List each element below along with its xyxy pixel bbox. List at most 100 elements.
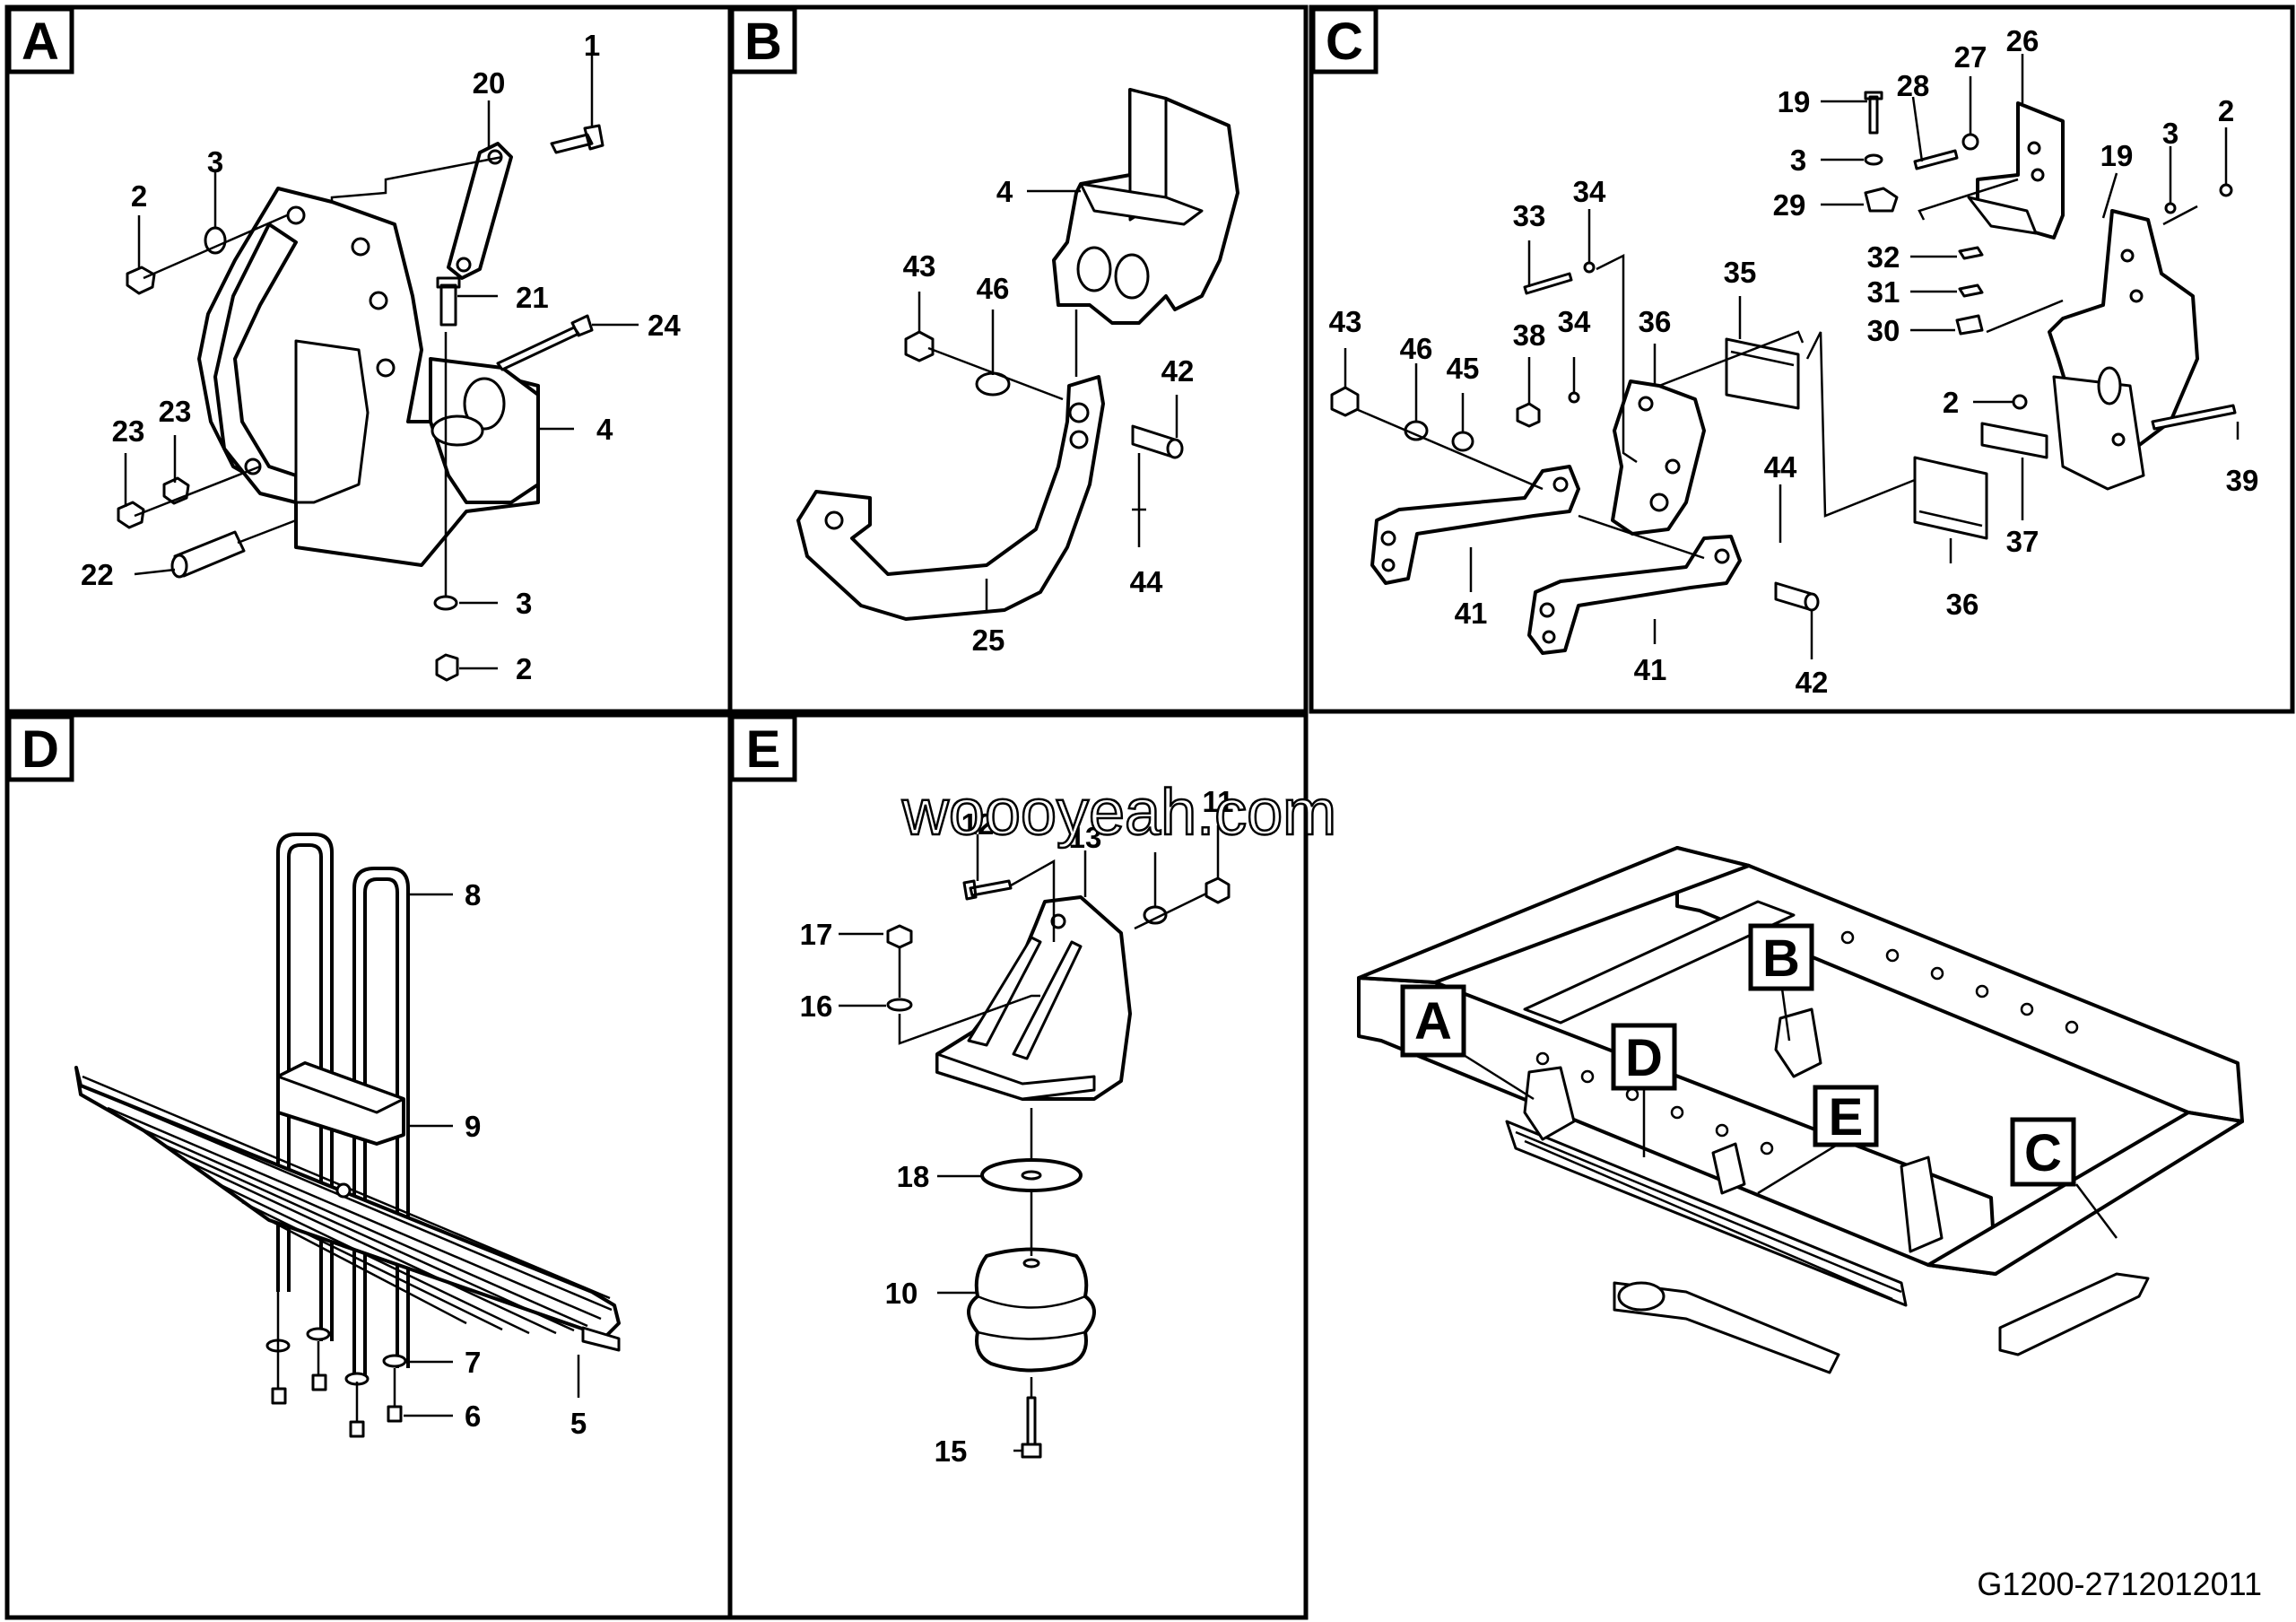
- plate-35: [1725, 337, 1800, 410]
- air-spring-stud: [1022, 1258, 1040, 1269]
- bracket-hole: [2111, 432, 2126, 447]
- axle-end: [1617, 1281, 1665, 1312]
- bolt-33: [1523, 272, 1573, 295]
- part-number-label: 38: [1513, 318, 1546, 352]
- nut-6-a: [271, 1387, 287, 1405]
- part-number-label: 9: [465, 1110, 481, 1143]
- part-number-label: 46: [1400, 332, 1433, 365]
- panel-b-frame: [727, 4, 1309, 714]
- washer-34-mid: [1568, 391, 1580, 404]
- part-number-label: 35: [1724, 256, 1757, 289]
- part-number-label: 11: [1203, 785, 1234, 818]
- bracket-bolt-2: [351, 237, 370, 257]
- part-number-label: 41: [1634, 653, 1667, 686]
- part-number-label: 31: [1867, 275, 1900, 309]
- drawing-code: G1200-2712012011: [1977, 1565, 2262, 1602]
- part-number-label: 46: [977, 272, 1010, 305]
- callout-letter: E: [1829, 1088, 1864, 1147]
- link-arm-41-bottom: [1527, 535, 1742, 655]
- arm-hole-end: [824, 510, 844, 530]
- part-number-label: 25: [972, 624, 1005, 657]
- part-number-label: 23: [159, 395, 192, 428]
- arm-hole-mid: [1069, 430, 1089, 449]
- part-number-label: 12: [961, 807, 995, 841]
- part-number-label: 21: [516, 281, 549, 314]
- shim-31: [1958, 283, 1984, 298]
- spacer-top: [276, 1061, 405, 1114]
- washer-7-b: [306, 1327, 331, 1341]
- link-hole: [1714, 548, 1730, 564]
- part-number-label: 22: [81, 558, 114, 591]
- bolt-39: [2151, 404, 2237, 431]
- part-number-label: 6: [465, 1400, 481, 1433]
- bolt-15: [1021, 1396, 1042, 1459]
- part-number-label: 19: [2100, 139, 2134, 172]
- panel-c-leaders: [1344, 54, 2239, 659]
- part-number-label: 23: [112, 414, 145, 448]
- part-number-label: 10: [885, 1277, 918, 1310]
- washer-3-top: [1864, 153, 1883, 166]
- part-number-label: 24: [648, 309, 681, 342]
- hanger-flange: [1079, 182, 1204, 226]
- watermark-text: woooyeah.com: [901, 777, 1336, 849]
- nut-2-mid: [2012, 394, 2028, 410]
- washer-13: [1143, 905, 1168, 925]
- overview-callouts: A B C D E: [1400, 923, 2076, 1187]
- part-number-label: 26: [2006, 24, 2039, 57]
- shackle-eye: [463, 377, 506, 431]
- pin-head: [1166, 438, 1184, 459]
- shackle-top-hole: [430, 414, 484, 447]
- panel-c-frame: [1309, 4, 2295, 714]
- part-number-label: 34: [1573, 175, 1606, 208]
- part-number-label: 3: [1790, 144, 1806, 177]
- part-number-label: 27: [1954, 40, 1987, 74]
- bracket-hole: [2120, 249, 2135, 263]
- hanger-eye-left: [1076, 246, 1112, 292]
- panel-letter: E: [746, 720, 781, 779]
- bracket-gusset-right: [1012, 940, 1083, 1060]
- panel-tag-a: A: [6, 6, 74, 74]
- washer-34-top: [1583, 261, 1596, 274]
- link-hole-bottom: [456, 257, 472, 273]
- overview-leaf-layers: [1515, 1130, 1902, 1301]
- callout-letter: D: [1625, 1029, 1663, 1087]
- pin-head: [1804, 592, 1820, 612]
- panel-frames: [4, 4, 2295, 1620]
- cross-member-front: [1926, 1111, 2244, 1276]
- part-number-label: 43: [903, 249, 936, 283]
- panel-tag-c: C: [1310, 6, 1378, 74]
- part-number-label: 2: [131, 179, 147, 213]
- part-number-label: 41: [1455, 597, 1488, 630]
- link-hole: [1381, 558, 1396, 572]
- bracket-hole: [1050, 913, 1066, 929]
- part-number-label: 3: [2162, 117, 2179, 150]
- overview-leaf-spring: [1505, 1120, 1908, 1307]
- nut-17: [886, 924, 913, 949]
- callout-letter: B: [1762, 929, 1800, 988]
- part-number-label: 2: [1943, 386, 1959, 419]
- part-number-label: 19: [1778, 85, 1811, 118]
- panel-a-leaders: [124, 56, 639, 670]
- panel-d-drawing: [74, 833, 621, 1438]
- cross-member-rear: [1357, 846, 1751, 984]
- panel-c-labels: 26 27 28 19 3 29 2 3 19 33 34 32 31 30 3…: [1329, 24, 2259, 699]
- part-number-label: 39: [2226, 464, 2259, 497]
- bracket-gusset-left: [967, 936, 1042, 1047]
- nut-2-bottom: [435, 653, 459, 682]
- part-number-label: 3: [207, 145, 223, 179]
- panel-e-labels: 11 12 13 17 16 18 10 15: [800, 785, 1234, 1468]
- bracket-36-middle: [1611, 379, 1706, 536]
- sleeve-end: [170, 554, 188, 579]
- part-number-label: 43: [1329, 305, 1362, 338]
- arm-hole-top: [1068, 402, 1090, 423]
- nut-6-d: [387, 1405, 403, 1423]
- air-spring-fold: [977, 1295, 1086, 1309]
- washer-7-d: [382, 1354, 407, 1368]
- part-number-label: 2: [2218, 94, 2234, 127]
- overview-callout-e: E: [1813, 1085, 1879, 1147]
- washer-27: [1961, 133, 1979, 151]
- part-number-label: 34: [1558, 305, 1591, 338]
- leaf-spring-eye: [581, 1326, 621, 1352]
- part-number-label: 44: [1764, 450, 1797, 484]
- part-number-label: 44: [1130, 565, 1163, 598]
